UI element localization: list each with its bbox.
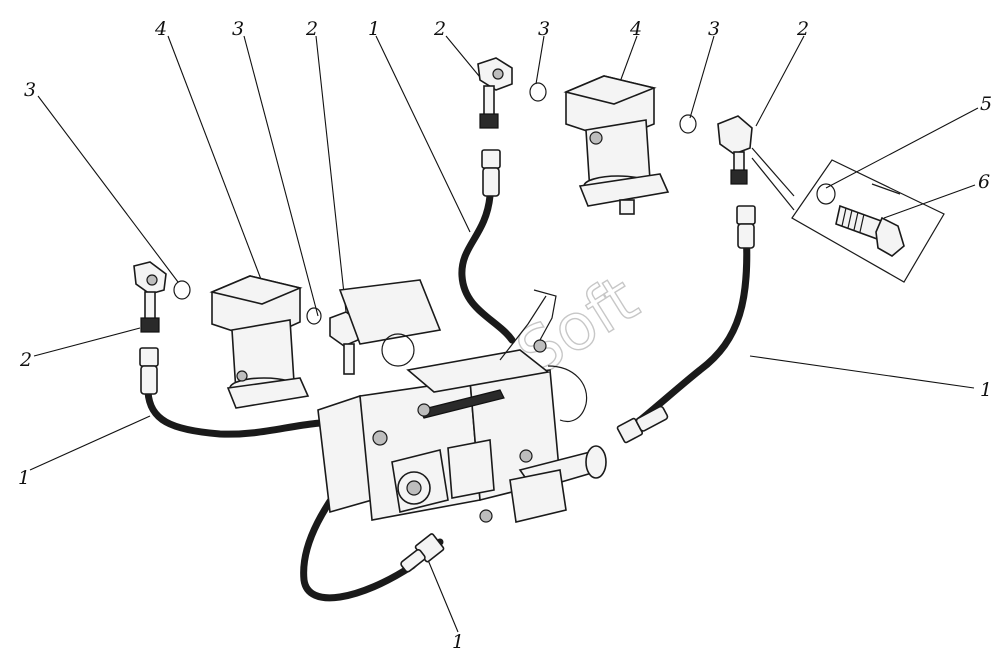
hose-top-center (458, 192, 516, 344)
callout-label: 6 (978, 171, 990, 193)
detail-inset (751, 147, 945, 283)
callout-label: 3 (24, 79, 36, 101)
hose-fittings (139, 149, 756, 573)
callout-label: 3 (708, 18, 720, 40)
washer (816, 183, 836, 205)
callout-label: 2 (796, 18, 809, 40)
callout-label: 2 (19, 349, 32, 371)
callout-label: 5 (980, 93, 992, 115)
valve-block-assembly (317, 279, 607, 523)
callout-label: 3 (232, 18, 244, 40)
callout-labels: 3 4 3 2 1 2 3 4 3 2 5 6 2 1 1 1 (18, 18, 992, 653)
callout-label: 2 (305, 18, 318, 40)
callout-label: 1 (980, 379, 992, 401)
callout-label: 1 (368, 18, 380, 40)
hose-left (144, 388, 356, 438)
callout-label: 2 (433, 18, 446, 40)
hose-right (634, 224, 751, 426)
bolt (835, 204, 905, 257)
filter-right (563, 75, 670, 215)
callout-label: 1 (452, 631, 464, 653)
callout-label: 4 (154, 18, 167, 40)
filter-left (209, 275, 310, 409)
callout-label: 1 (18, 467, 30, 489)
callout-label: 4 (629, 18, 642, 40)
callout-label: 3 (538, 18, 550, 40)
sealing-rings (173, 82, 697, 325)
banjo-fittings (133, 57, 753, 375)
leader-lines (29, 35, 979, 633)
